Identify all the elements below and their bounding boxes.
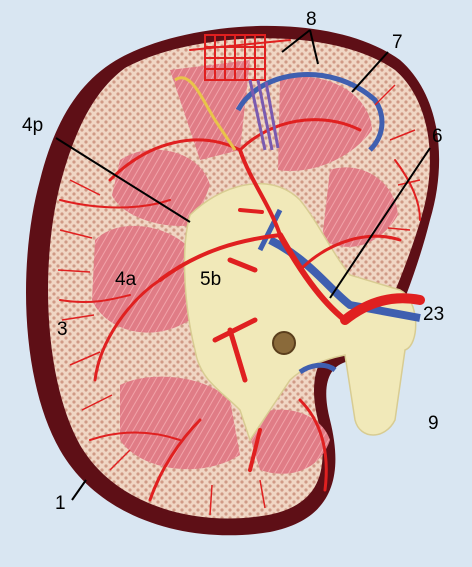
label-4p: 4p xyxy=(22,116,43,135)
label-9: 9 xyxy=(428,414,439,433)
label-6: 6 xyxy=(432,127,443,146)
label-8: 8 xyxy=(306,10,317,29)
label-4a: 4a xyxy=(115,270,136,289)
label-7: 7 xyxy=(392,33,403,52)
glomeruli-detail xyxy=(205,35,265,80)
pyramid xyxy=(92,226,195,333)
label-5b: 5b xyxy=(200,270,221,289)
ureter-cross-section xyxy=(273,332,295,354)
label-23: 23 xyxy=(423,305,444,324)
label-3: 3 xyxy=(57,320,68,339)
label-1: 1 xyxy=(55,494,66,513)
